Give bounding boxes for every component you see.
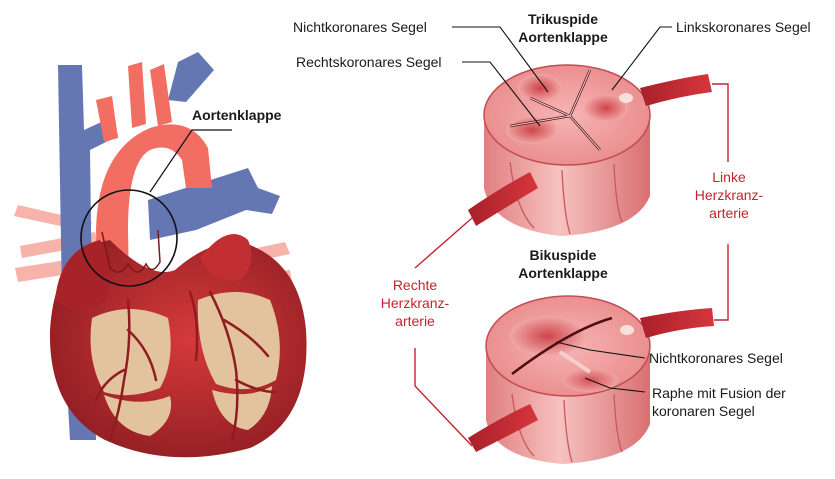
tricuspid-title-line1: Trikuspide xyxy=(498,10,628,28)
bicuspid-noncoronary-label: Nichtkoronares Segel xyxy=(649,349,783,367)
left-artery-line2: Herzkranz- xyxy=(686,186,772,204)
cusp-noncoronary xyxy=(518,74,562,102)
left-artery-line1: Linke xyxy=(686,168,772,186)
right-coronary-artery-label: Rechte Herzkranz- arterie xyxy=(372,276,458,330)
bicuspid-title-line2: Aortenklappe xyxy=(498,264,628,282)
left-coronary-ostium-bottom xyxy=(620,325,634,335)
tricuspid-left-coronary-label: Linkskoronares Segel xyxy=(676,18,811,36)
right-artery-line1: Rechte xyxy=(372,276,458,294)
raphe-label: Raphe mit Fusion der koronaren Segel xyxy=(652,384,786,420)
right-artery-line3: arterie xyxy=(372,312,458,330)
left-coronary-artery-top xyxy=(640,74,712,106)
raphe-line2: koronaren Segel xyxy=(652,402,786,420)
tricuspid-valve-illustration xyxy=(468,65,712,236)
tricuspid-title: Trikuspide Aortenklappe xyxy=(498,10,628,46)
raphe-line1: Raphe mit Fusion der xyxy=(652,384,786,402)
tricuspid-noncoronary-label: Nichtkoronares Segel xyxy=(293,18,427,36)
bicuspid-title-line1: Bikuspide xyxy=(498,246,628,264)
tricuspid-title-line2: Aortenklappe xyxy=(498,28,628,46)
left-artery-line3: arterie xyxy=(686,204,772,222)
left-coronary-ostium-top xyxy=(619,93,633,103)
left-coronary-artery-bottom xyxy=(640,308,714,338)
left-coronary-artery-label: Linke Herzkranz- arterie xyxy=(686,168,772,222)
tricuspid-right-coronary-label: Rechtskoronares Segel xyxy=(296,53,442,71)
bicuspid-title: Bikuspide Aortenklappe xyxy=(498,246,628,282)
right-artery-line2: Herzkranz- xyxy=(372,294,458,312)
aortenklappe-label: Aortenklappe xyxy=(192,106,281,124)
